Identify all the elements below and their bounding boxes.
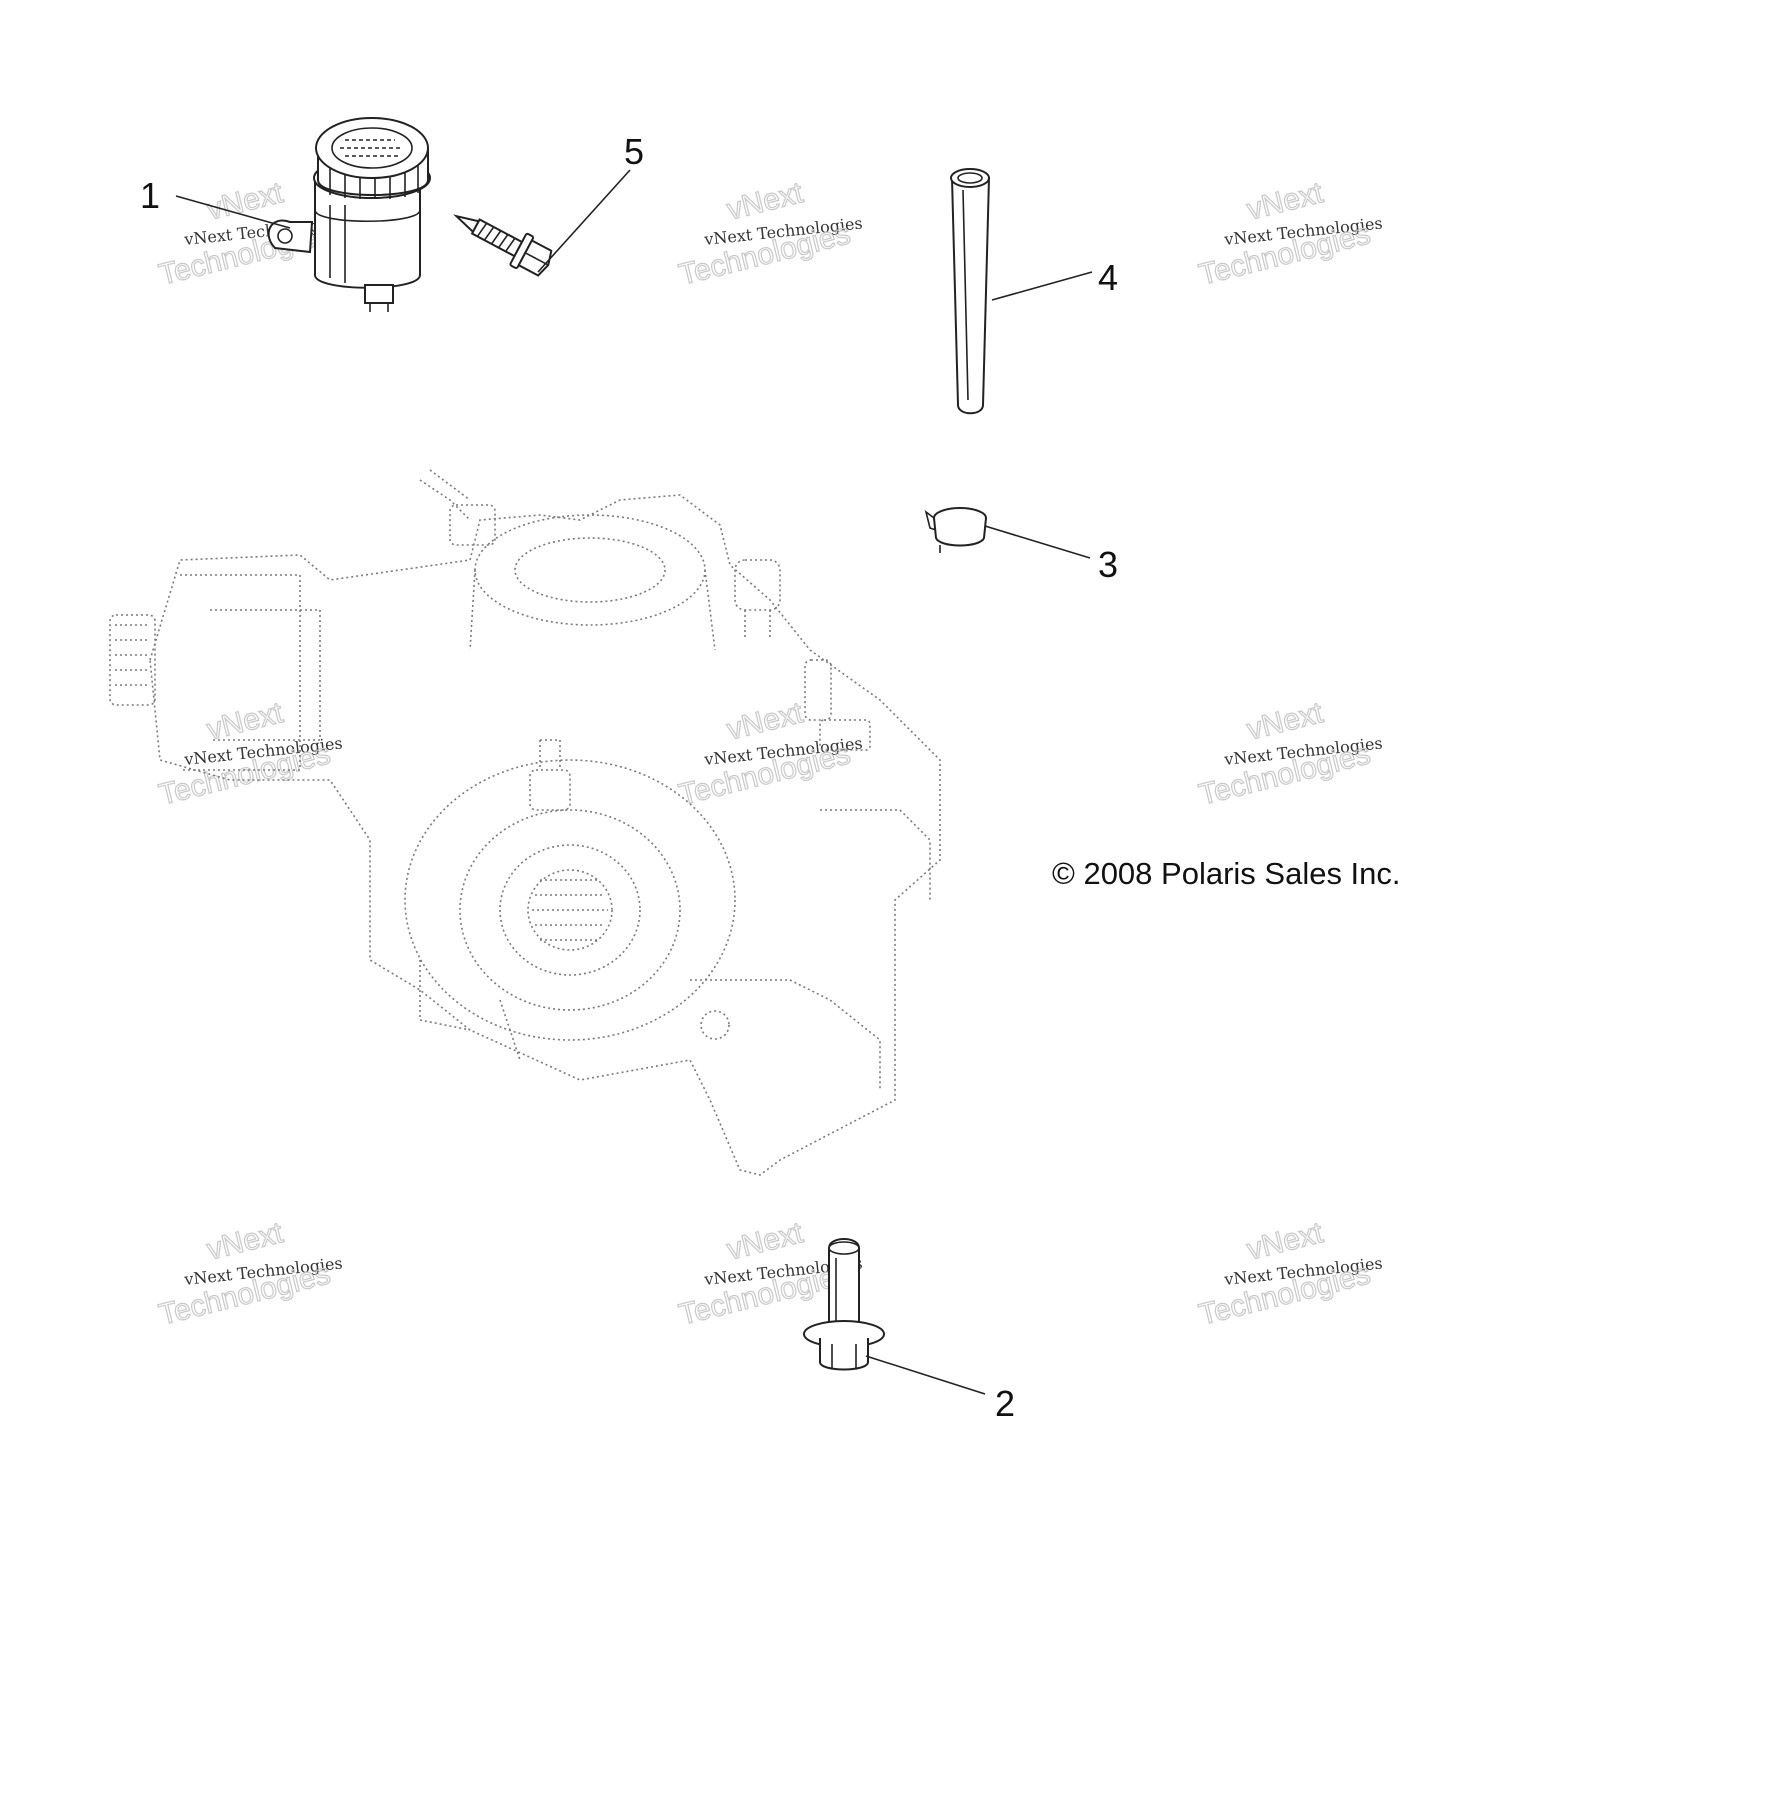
leader-line-1 [175, 195, 291, 229]
copyright-notice: © 2008 Polaris Sales Inc. [1052, 856, 1401, 891]
watermark-line1: vNext [724, 176, 807, 227]
callout-1: 1 [140, 175, 160, 216]
callout-5: 5 [624, 131, 644, 172]
watermark: vNext vNext Technologies Technologies [675, 695, 863, 812]
watermark-line1: vNext [204, 696, 287, 747]
leader-line-2 [865, 1355, 986, 1395]
watermark-grid: vNext vNext Technologies Technologies vN… [155, 175, 1383, 1332]
watermark: vNext vNext Technologies Technologies [675, 175, 863, 292]
watermark-line1: vNext [204, 1216, 287, 1267]
part-4-hose[interactable] [950, 168, 991, 415]
engine-reference-outline [109, 469, 941, 1176]
leader-line-5 [537, 169, 631, 273]
watermark-line1: vNext [204, 176, 287, 227]
watermark-line1: vNext [1244, 176, 1327, 227]
part-3-clamp[interactable] [924, 507, 987, 553]
watermark: vNext vNext Technologies Technologies [1195, 175, 1383, 292]
part-5-bolt[interactable] [448, 200, 557, 281]
callout-4: 4 [1098, 257, 1118, 298]
leader-line-3 [984, 525, 1091, 559]
part-1-reservoir[interactable] [267, 117, 431, 312]
watermark: vNext vNext Technologies Technologies [155, 1215, 343, 1332]
watermark: vNext vNext Technologies Technologies [1195, 1215, 1383, 1332]
part-2-screw[interactable] [803, 1238, 885, 1371]
leader-line-4 [991, 271, 1093, 301]
watermark: vNext vNext Technologies Technologies [155, 695, 343, 812]
callout-2: 2 [995, 1383, 1015, 1424]
watermark: vNext vNext Technologies Technologies [1195, 695, 1383, 812]
watermark-line1: vNext [1244, 1216, 1327, 1267]
watermark-line1: vNext [724, 696, 807, 747]
watermark-line1: vNext [1244, 696, 1327, 747]
callout-3: 3 [1098, 544, 1118, 585]
watermark-line1: vNext [724, 1216, 807, 1267]
